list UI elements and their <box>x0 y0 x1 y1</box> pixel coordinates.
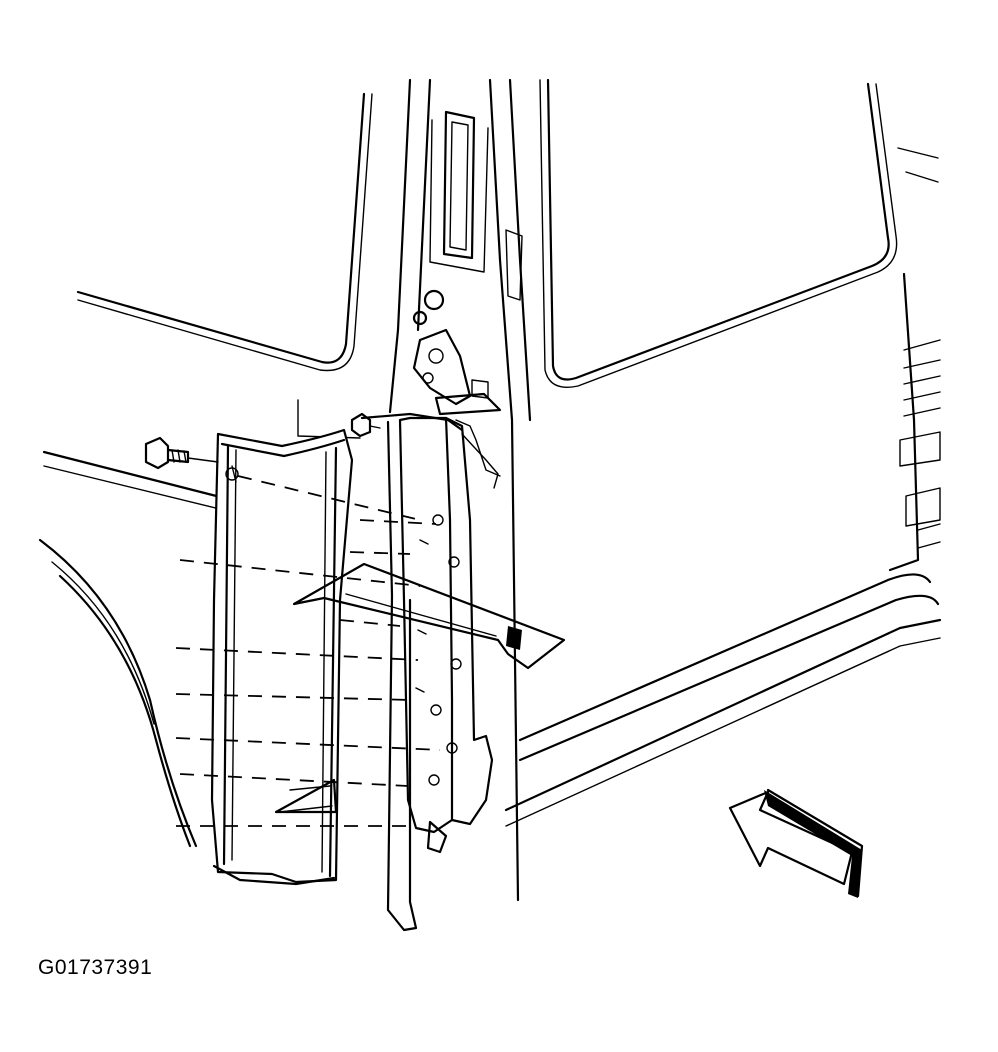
alignment-dash-lines <box>175 475 441 827</box>
rear-side-window-outline <box>76 92 373 372</box>
belt-anchor-bracket <box>412 328 502 416</box>
bolt <box>144 436 219 470</box>
view-direction-arrow-icon <box>728 788 864 898</box>
retainer-clip <box>350 412 381 438</box>
door-opening-weatherstrip <box>398 416 501 854</box>
rocker-panel <box>504 272 942 827</box>
lower-callout-wedge <box>274 778 338 814</box>
pillar-trim-panel <box>210 428 354 886</box>
figure-id-label: G01737391 <box>38 956 153 979</box>
door-window-outline <box>539 78 939 388</box>
body-side-panel <box>38 450 234 848</box>
view-callout-wedge <box>292 562 566 670</box>
b-pillar <box>388 78 532 902</box>
